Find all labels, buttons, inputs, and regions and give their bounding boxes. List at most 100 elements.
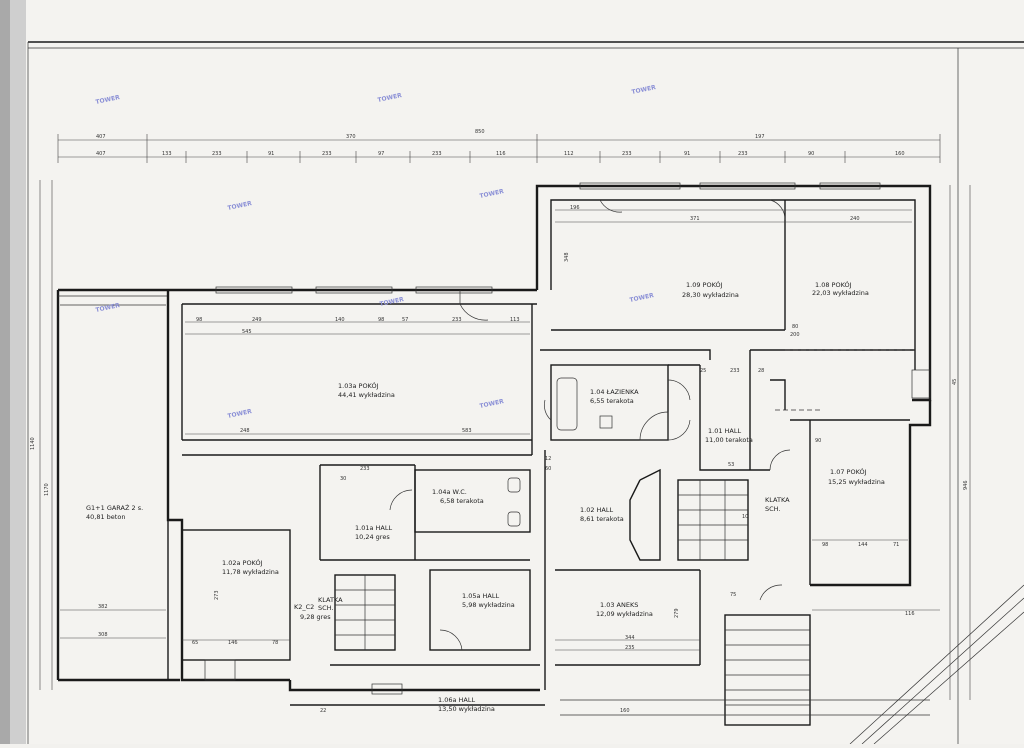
dim-misc-0: 200 <box>790 332 800 338</box>
room-area-garage: 40,81 beton <box>86 513 125 521</box>
room-name-1-07: 1.07 POKÓJ <box>830 467 867 476</box>
dim-misc-13: 22 <box>320 708 326 714</box>
room-area-1-02: 8,61 terakota <box>580 515 624 523</box>
dim-r107-2: 71 <box>893 542 899 548</box>
dim-r103a-6: 113 <box>510 317 520 323</box>
room-name-1-09: 1.09 POKÓJ <box>686 280 723 289</box>
dim-misc-6: 60 <box>545 466 551 472</box>
dim-r109-1: 371 <box>690 216 700 222</box>
room-area-1-02a: 11,78 wykładzina <box>222 568 279 576</box>
room-area-1-04: 6,55 terakota <box>590 397 634 405</box>
dim-garage-v-3: 308 <box>98 632 108 638</box>
dim-misc-11: 233 <box>360 466 370 472</box>
room-name-1-06a: 1.06a HALL <box>438 696 475 704</box>
dim-misc-9: 10 <box>742 514 748 520</box>
dim-r103a-9: 583 <box>462 428 472 434</box>
dim-r102a-2: 78 <box>272 640 278 646</box>
dim-r107-1: 144 <box>858 542 868 548</box>
door-swings <box>389 199 791 651</box>
dim-misc-5: 28 <box>758 368 764 374</box>
dim-garage-v-1: 1170 <box>44 483 50 496</box>
dim-misc-4: 25 <box>700 368 706 374</box>
dim-top2-10: 91 <box>684 151 690 157</box>
dim-top2-2: 233 <box>212 151 222 157</box>
dim-r103-2: 279 <box>674 608 680 618</box>
room-name-1-04a: 1.04a W.C. <box>432 488 467 496</box>
dim-top1-2: 850 <box>475 129 485 135</box>
left-dimension-chain: 1140 1170 <box>30 180 53 690</box>
dim-misc-1: 80 <box>792 324 798 330</box>
top-dimension-chains: 407 370 850 197 407 133 233 91 233 97 23… <box>57 129 941 163</box>
room-name-klatka-1: KLATKA <box>765 496 790 504</box>
dim-r102a-1: 146 <box>228 640 238 646</box>
dim-misc-12: 75 <box>730 592 736 598</box>
room-name-1-08: 1.08 POKÓJ <box>815 280 852 289</box>
dim-misc-14: 160 <box>620 708 630 714</box>
room-area-k2c2: 9,28 gres <box>300 613 331 621</box>
room-area-klatka-2: SCH. <box>318 604 334 612</box>
dim-r103a-8: 248 <box>240 428 250 434</box>
room-name-klatka-2: KLATKA <box>318 596 343 604</box>
room-name-garage: G1+1 GARAŻ 2 s. <box>86 503 143 512</box>
dim-garage-v-0: 1140 <box>30 437 36 450</box>
dim-r103a-2: 140 <box>335 317 345 323</box>
sheet-frame <box>27 41 1024 744</box>
room-area-1-07: 15,25 wykładzina <box>828 478 885 486</box>
dim-top2-8: 112 <box>564 151 574 157</box>
room-name-1-04: 1.04 ŁAZIENKA <box>590 388 639 396</box>
dim-r107-0: 98 <box>822 542 828 548</box>
room-name-1-01a: 1.01a HALL <box>355 524 392 532</box>
room-area-klatka-1: SCH. <box>765 505 781 513</box>
dim-r102a-3: 273 <box>214 590 220 600</box>
room-name-1-01: 1.01 HALL <box>708 427 741 435</box>
room-area-1-01: 11,00 terakota <box>705 436 753 444</box>
dim-r109-2: 240 <box>850 216 860 222</box>
dim-r109-0: 196 <box>570 205 580 211</box>
room-name-k2c2: K2_C2 <box>294 603 314 611</box>
dim-misc-2: 90 <box>815 438 821 444</box>
dim-top2-13: 160 <box>895 151 905 157</box>
dim-top2-11: 233 <box>738 151 748 157</box>
dim-r103a-7: 545 <box>242 329 252 335</box>
dim-top1-1: 370 <box>346 134 356 140</box>
dim-top2-0: 407 <box>96 151 106 157</box>
room-area-1-08: 22,03 wykładzina <box>812 289 869 297</box>
room-name-1-02: 1.02 HALL <box>580 506 613 514</box>
room-area-1-03a: 44,41 wykładzina <box>338 391 395 399</box>
dim-r103a-5: 233 <box>452 317 462 323</box>
dim-garage-v-2: 382 <box>98 604 108 610</box>
dim-r103-1: 235 <box>625 645 635 651</box>
dim-misc-3: 233 <box>730 368 740 374</box>
windows <box>204 182 931 695</box>
dim-r103a-3: 98 <box>378 317 384 323</box>
dim-r108-0: 348 <box>564 252 570 262</box>
dim-right-v-0: 116 <box>905 611 915 617</box>
room-name-1-03a: 1.03a POKÓJ <box>338 381 379 390</box>
dim-misc-7: 12 <box>545 456 551 462</box>
dim-top2-9: 233 <box>622 151 632 157</box>
dim-top2-12: 90 <box>808 151 814 157</box>
room-area-1-01a: 10,24 gres <box>355 533 390 541</box>
room-dimension-lines <box>60 209 940 651</box>
room-area-1-06a: 13,50 wykładzina <box>438 705 495 713</box>
room-area-1-05a: 5,98 wykładzina <box>462 601 515 609</box>
room-area-1-03: 12,09 wykładzina <box>596 610 653 618</box>
dim-right-v-2: 45 <box>952 379 958 385</box>
room-name-1-03: 1.03 ANEKS <box>600 601 638 609</box>
dim-top2-5: 97 <box>378 151 384 157</box>
room-name-1-05a: 1.05a HALL <box>462 592 499 600</box>
dim-r103a-4: 57 <box>402 317 408 323</box>
dim-top2-4: 233 <box>322 151 332 157</box>
dim-r103-0: 344 <box>625 635 635 641</box>
dim-top2-3: 91 <box>268 151 274 157</box>
watermarks: TOWER TOWER TOWER TOWER TOWER TOWER TOWE… <box>95 84 657 420</box>
room-name-1-02a: 1.02a POKÓJ <box>222 558 263 567</box>
dim-top1-0: 407 <box>96 134 106 140</box>
dim-misc-10: 53 <box>728 462 734 468</box>
exterior-walls <box>56 184 932 692</box>
room-area-1-09: 28,30 wykładzina <box>682 291 739 299</box>
dim-r102a-0: 65 <box>192 640 198 646</box>
dim-top2-7: 116 <box>496 151 506 157</box>
dim-top2-6: 233 <box>432 151 442 157</box>
